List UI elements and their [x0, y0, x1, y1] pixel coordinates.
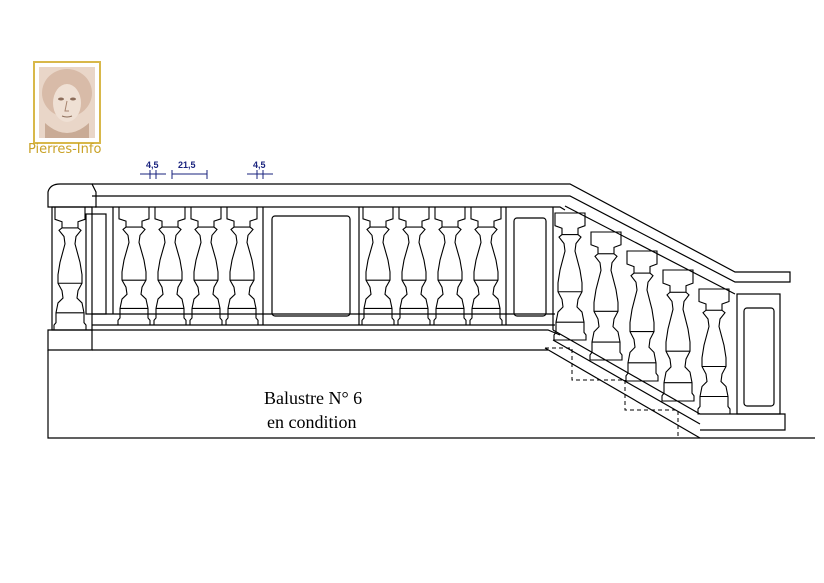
- baluster: [361, 206, 395, 326]
- caption-subtitle: en condition: [267, 412, 356, 432]
- sculpted-head-icon: [39, 67, 95, 138]
- base-wall: [47, 350, 700, 439]
- balusters: [53, 206, 731, 415]
- hidden-steps: [545, 347, 679, 438]
- dimension-lines: [140, 170, 273, 179]
- baluster: [625, 250, 659, 382]
- right-panel: [513, 217, 547, 317]
- dimension-label: 4,5: [146, 160, 159, 170]
- baluster: [189, 206, 223, 326]
- baluster: [697, 288, 731, 415]
- dimension-label: 4,5: [253, 160, 266, 170]
- brand-name: Pierres-Info: [28, 142, 102, 157]
- baluster: [433, 206, 467, 326]
- baluster: [153, 206, 187, 326]
- center-panel: [271, 215, 351, 317]
- baluster: [225, 206, 259, 326]
- baluster: [589, 231, 623, 361]
- baluster: [117, 206, 151, 326]
- newel-cap: [47, 183, 97, 208]
- baluster: [53, 206, 87, 331]
- caption-title: Balustre N° 6: [264, 388, 362, 408]
- dimension-label: 21,5: [178, 160, 196, 170]
- baluster: [661, 269, 695, 402]
- logo-image: [33, 61, 101, 144]
- baluster: [397, 206, 431, 326]
- baluster: [553, 212, 587, 341]
- baluster: [469, 206, 503, 326]
